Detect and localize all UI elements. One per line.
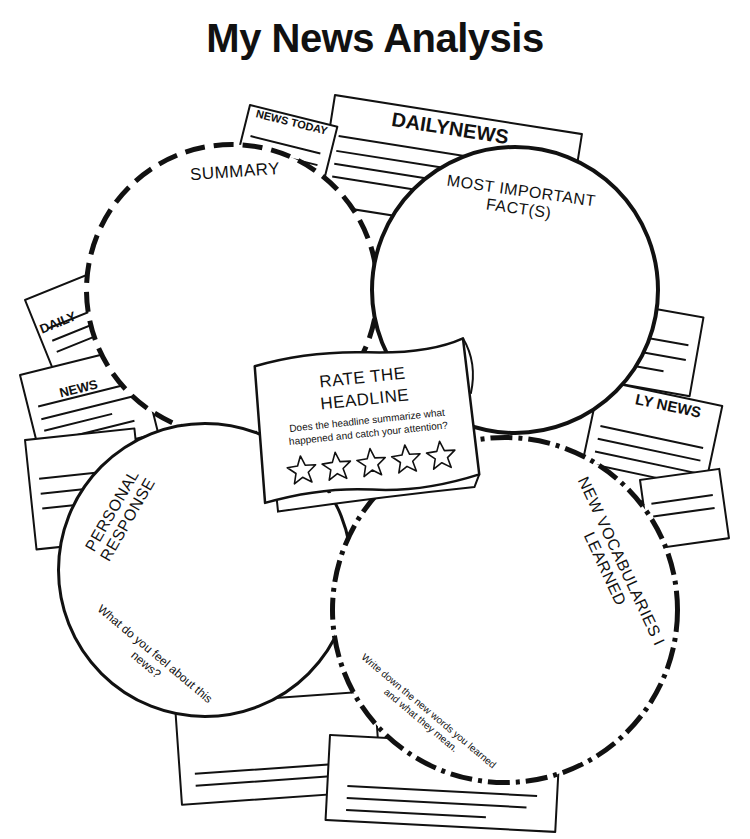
newspaper-masthead: DAILYNEWS	[390, 109, 510, 147]
headline-card: RATE THE HEADLINEDoes the headline summa…	[248, 334, 483, 507]
card-prompt: Does the headline summarize what happene…	[277, 405, 459, 450]
newspaper-masthead: NEWS TODAY	[255, 108, 329, 136]
newspaper-masthead: LY NEWS	[634, 391, 702, 420]
newspaper-masthead: NEWS	[58, 377, 99, 399]
newspaper-masthead: DAILY	[38, 309, 78, 335]
worksheet-title: My News Analysis	[0, 16, 750, 61]
